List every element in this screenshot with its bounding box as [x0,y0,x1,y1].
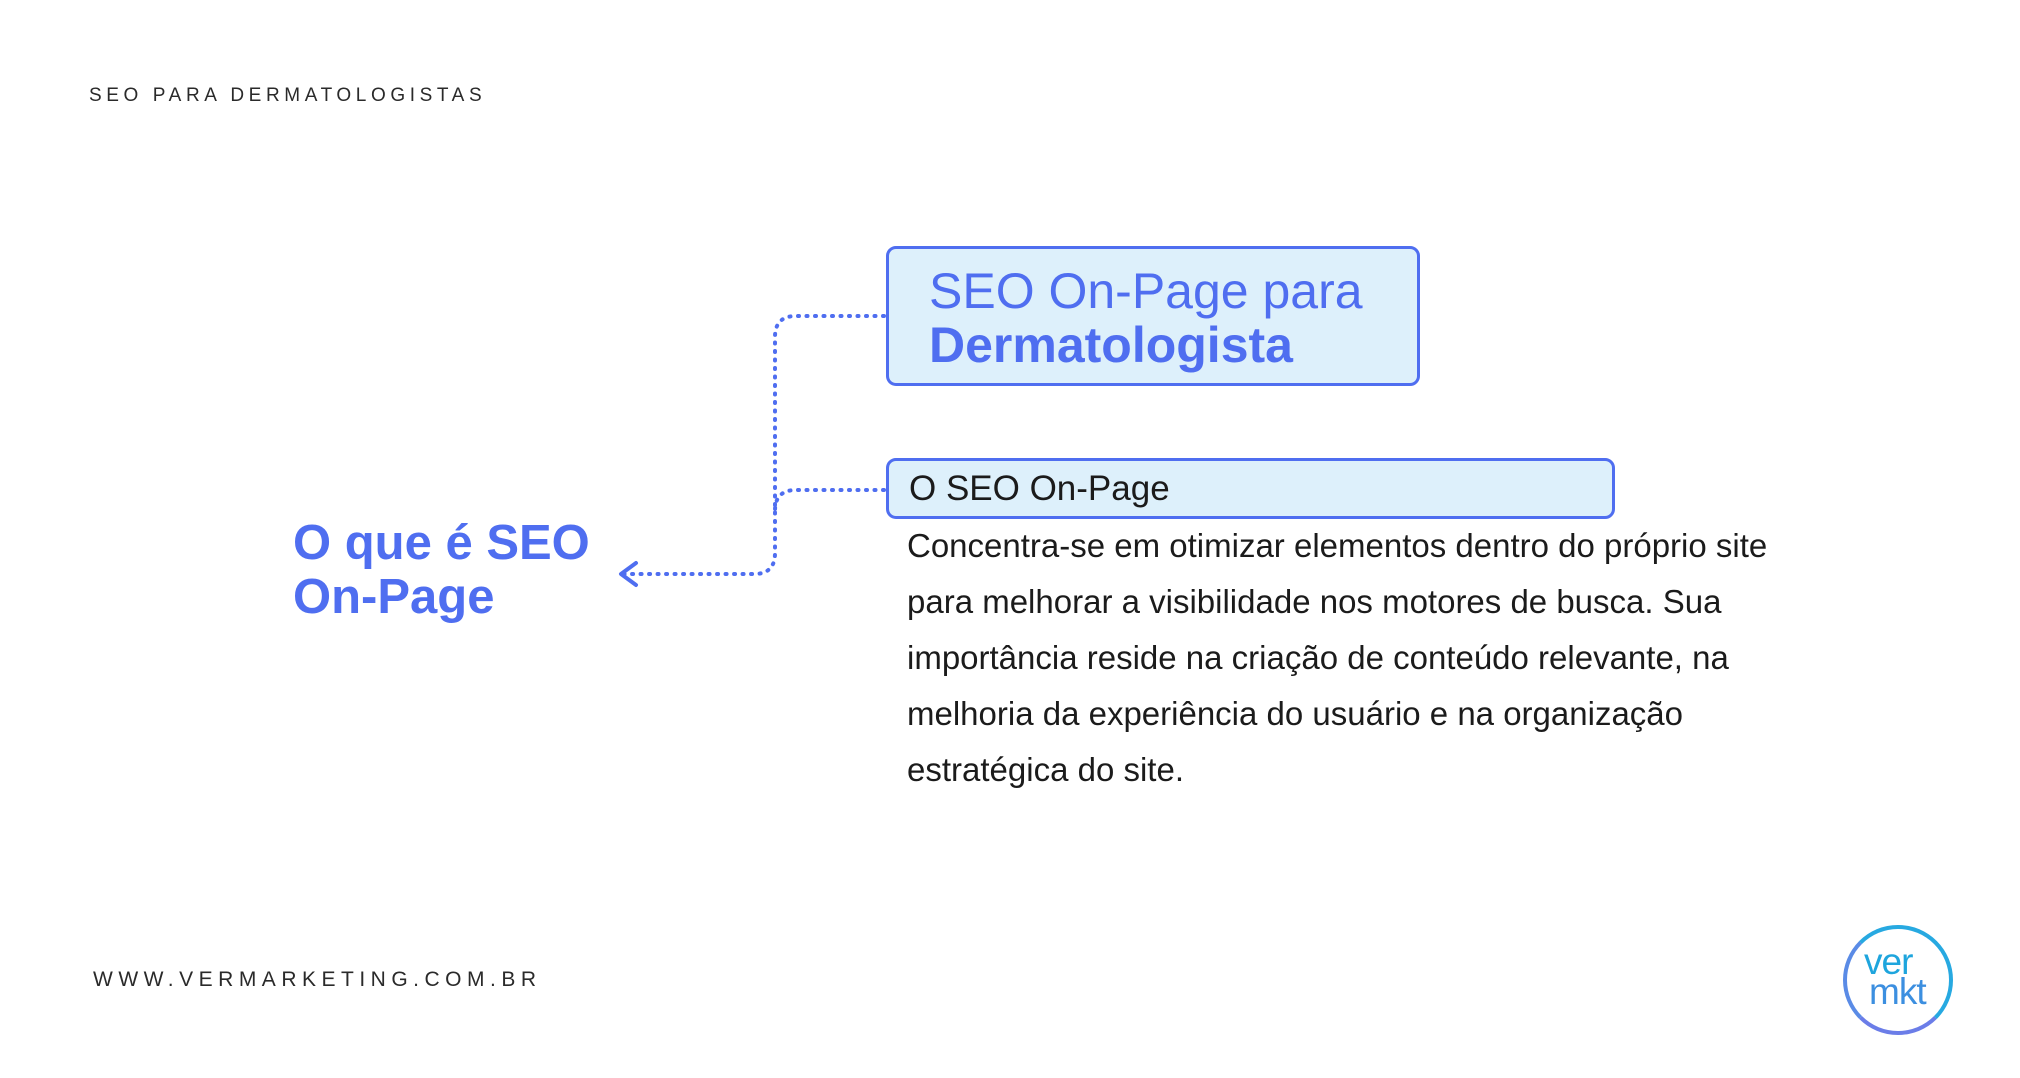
title-box-line1: SEO On-Page para [929,263,1363,319]
sub-box: O SEO On-Page [886,458,1615,519]
arrowhead-icon [619,561,638,587]
website-url: WWW.VERMARKETING.COM.BR [93,968,542,991]
main-topic: O que é SEO On-Page [293,516,653,624]
connector-to-title-box [620,314,886,576]
logo-text-mkt: mkt [1869,971,1927,1012]
main-topic-line2: On-Page [293,570,495,624]
title-box: SEO On-Page para Dermatologista [886,246,1420,386]
page-header-label: SEO PARA DERMATOLOGISTAS [89,85,487,106]
logo-text-ver: ver [1864,941,1913,982]
title-box-line2: Dermatologista [929,317,1293,373]
sub-box-label: O SEO On-Page [909,468,1170,508]
vermkt-logo: ver mkt [1843,925,1953,1035]
description-text: Concentra-se em otimizar elementos dentr… [907,527,1768,788]
connector-to-sub-box [773,488,886,513]
main-topic-line1: O que é SEO [293,516,590,570]
